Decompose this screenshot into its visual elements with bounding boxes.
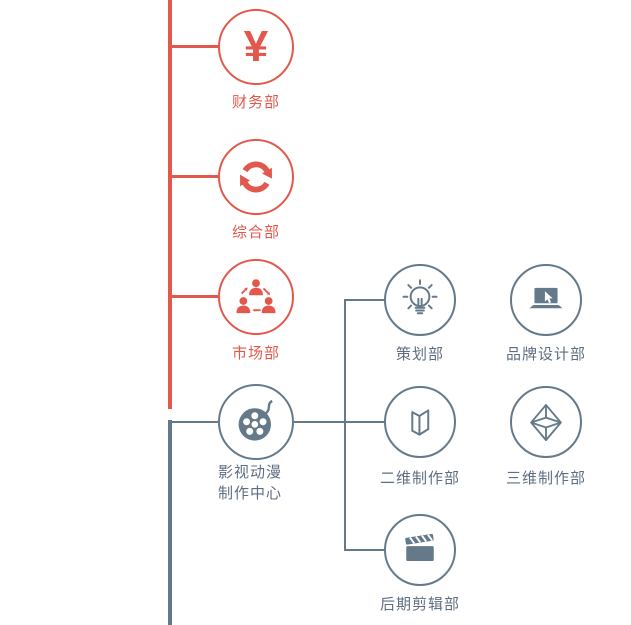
label-planning-dept: 策划部: [395, 346, 444, 363]
label-animation-center-line2: 制作中心: [217, 485, 282, 502]
label-2d-production-dept: 二维制作部: [379, 470, 460, 487]
connector-post-editing: [344, 549, 384, 551]
connector-general: [170, 175, 218, 178]
connector-2d: [344, 421, 384, 423]
laptop-cursor-icon: [524, 278, 568, 322]
label-finance-dept: 财务部: [231, 94, 280, 111]
trunk-line-red: [168, 0, 172, 409]
refresh-icon: [233, 154, 279, 200]
node-brand-design-dept: [510, 264, 582, 336]
node-post-editing-dept: [384, 514, 456, 586]
label-marketing-dept: 市场部: [231, 345, 280, 362]
node-2d-production-dept: [384, 386, 456, 458]
connector-marketing: [170, 295, 218, 298]
lightbulb-icon: [398, 278, 442, 322]
clapperboard-icon: [398, 528, 442, 572]
connector-animation-center: [170, 421, 218, 423]
node-3d-production-dept: [510, 386, 582, 458]
node-planning-dept: [384, 264, 456, 336]
film-reel-icon: [232, 398, 280, 446]
node-finance-dept: ¥: [218, 9, 294, 85]
node-marketing-dept: [218, 259, 294, 335]
connector-planning: [344, 299, 384, 301]
trunk-line-gray: [168, 420, 172, 625]
connector-finance: [170, 45, 218, 48]
node-general-dept: [218, 139, 294, 215]
label-animation-center: 影视动漫 制作中心: [180, 462, 320, 504]
label-animation-center-line1: 影视动漫: [217, 464, 282, 481]
label-brand-design-dept: 品牌设计部: [505, 346, 586, 363]
label-general-dept: 综合部: [231, 224, 280, 241]
connector-animation-branch: [294, 421, 346, 423]
subtree-line: [344, 299, 346, 551]
octahedron-icon: [524, 400, 568, 444]
label-3d-production-dept: 三维制作部: [505, 470, 586, 487]
yen-icon: ¥: [243, 22, 269, 71]
folded-panel-icon: [398, 400, 442, 444]
team-icon: [233, 274, 279, 320]
node-animation-center: [218, 384, 294, 460]
label-post-editing-dept: 后期剪辑部: [379, 596, 460, 613]
